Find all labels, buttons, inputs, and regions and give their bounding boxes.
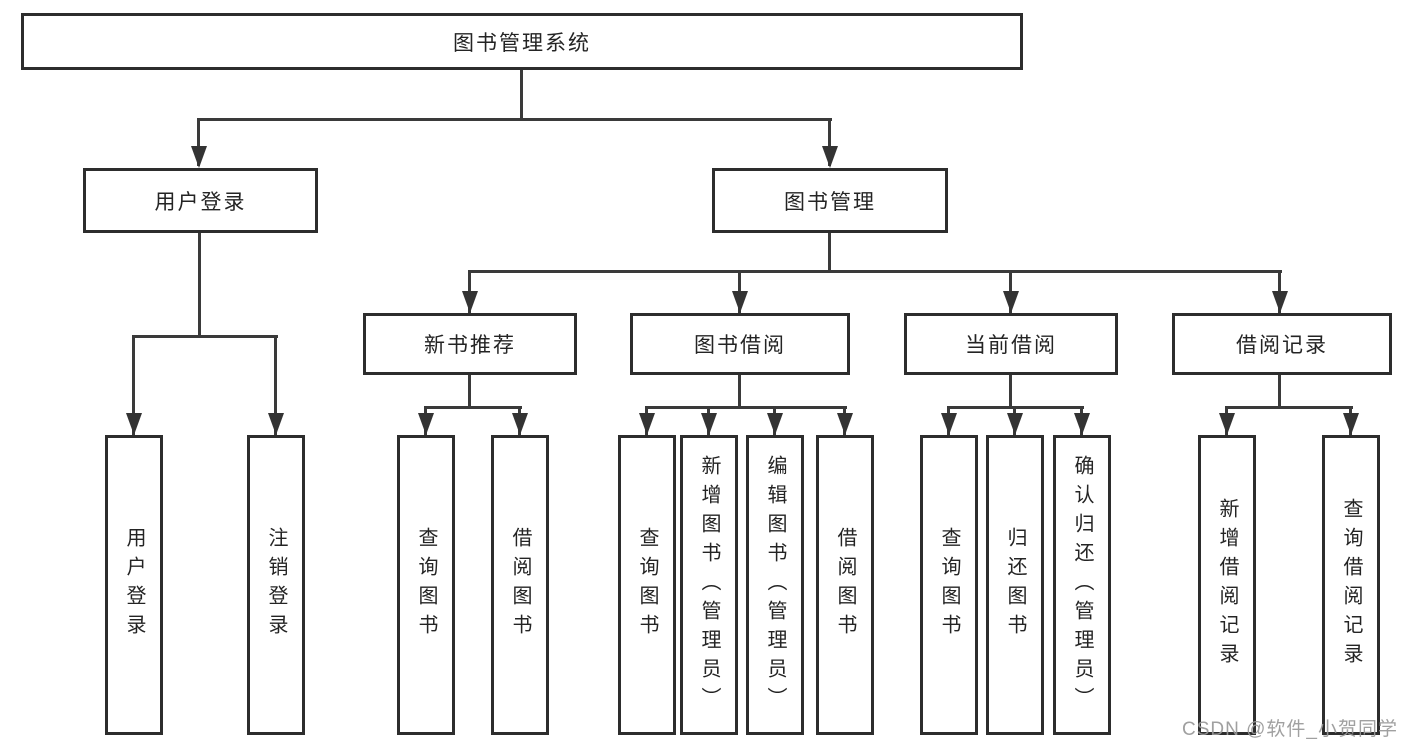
connector-line — [520, 70, 523, 118]
node-borrowing-records: 借阅记录 — [1172, 313, 1392, 375]
leaf-edit-book-admin: 编辑图书（管理员） — [746, 435, 804, 735]
arrow-down-icon — [1074, 413, 1090, 435]
connector-line — [1225, 406, 1353, 409]
csdn-watermark: CSDN @软件_小贺同学 — [1182, 719, 1398, 740]
leaf-borrow-books-recommend: 借阅图书 — [491, 435, 549, 735]
node-current-borrowing: 当前借阅 — [904, 313, 1118, 375]
arrow-down-icon — [512, 413, 528, 435]
arrow-down-icon — [822, 146, 838, 168]
arrow-down-icon — [639, 413, 655, 435]
connector-line — [1009, 375, 1012, 408]
leaf-borrow-books-borrowing: 借阅图书 — [816, 435, 874, 735]
connector-line — [197, 118, 832, 121]
arrow-down-icon — [767, 413, 783, 435]
arrow-down-icon — [191, 146, 207, 168]
connector-line — [828, 118, 831, 166]
leaf-return-book: 归还图书 — [986, 435, 1044, 735]
leaf-query-books-recommend: 查询图书 — [397, 435, 455, 735]
connector-line — [645, 406, 847, 409]
leaf-user-login: 用户登录 — [105, 435, 163, 735]
arrow-down-icon — [1272, 291, 1288, 313]
arrow-down-icon — [1219, 413, 1235, 435]
arrow-down-icon — [701, 413, 717, 435]
arrow-down-icon — [1007, 413, 1023, 435]
arrow-down-icon — [268, 413, 284, 435]
arrow-down-icon — [462, 291, 478, 313]
connector-line — [468, 270, 1282, 273]
connector-line — [132, 335, 278, 338]
connector-line — [274, 335, 277, 435]
arrow-down-icon — [418, 413, 434, 435]
connector-line — [132, 335, 135, 435]
node-new-book-recommend: 新书推荐 — [363, 313, 577, 375]
connector-line — [197, 118, 200, 166]
arrow-down-icon — [126, 413, 142, 435]
leaf-confirm-return-admin: 确认归还（管理员） — [1053, 435, 1111, 735]
leaf-query-borrow-record: 查询借阅记录 — [1322, 435, 1380, 735]
arrow-down-icon — [1003, 291, 1019, 313]
node-user-login: 用户登录 — [83, 168, 318, 233]
arrow-down-icon — [837, 413, 853, 435]
leaf-add-borrow-record: 新增借阅记录 — [1198, 435, 1256, 735]
connector-line — [738, 375, 741, 407]
leaf-add-book-admin: 新增图书（管理员） — [680, 435, 738, 735]
connector-line — [828, 233, 831, 270]
leaf-query-books-borrowing: 查询图书 — [618, 435, 676, 735]
leaf-query-books-current: 查询图书 — [920, 435, 978, 735]
arrow-down-icon — [732, 291, 748, 313]
connector-line — [1278, 375, 1281, 408]
node-library-system: 图书管理系统 — [21, 13, 1023, 70]
connector-line — [424, 406, 522, 409]
arrow-down-icon — [1343, 413, 1359, 435]
node-book-management: 图书管理 — [712, 168, 948, 233]
leaf-logout: 注销登录 — [247, 435, 305, 735]
connector-line — [468, 375, 471, 407]
arrow-down-icon — [941, 413, 957, 435]
node-book-borrowing: 图书借阅 — [630, 313, 850, 375]
connector-line — [198, 233, 201, 335]
